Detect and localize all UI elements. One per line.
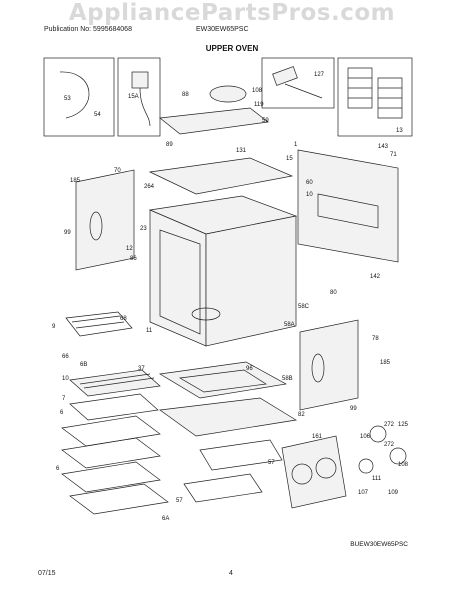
part-label: 7 [62, 396, 66, 402]
fan-motor-shape [209, 85, 247, 103]
fan-blades-shape [358, 425, 407, 474]
right-side-panel-shape [299, 319, 359, 411]
part-label: 15A [128, 94, 139, 100]
part-label: 89 [166, 142, 173, 148]
part-label: 58B [282, 376, 293, 382]
part-label: 80 [330, 290, 337, 296]
publication-number: Publication No: 5995684068 [44, 26, 132, 33]
bake-element-shape [69, 393, 159, 421]
part-label: 272 [384, 422, 395, 428]
inset-box-wire-harness [43, 57, 115, 137]
oven-cavity-shape [148, 195, 298, 347]
part-label: 6A [162, 516, 169, 522]
part-label: 66 [62, 354, 69, 360]
part-label: 143 [378, 144, 389, 150]
part-label: 53 [64, 96, 71, 102]
part-label: 54 [94, 112, 101, 118]
watermark: AppliancePartsPros.com [68, 0, 396, 26]
module-shape [272, 66, 298, 86]
part-label: 99 [64, 230, 71, 236]
part-label: 88 [182, 92, 189, 98]
back-panel-shape [297, 149, 399, 263]
sensor-shape [131, 71, 149, 89]
inset-box-module [261, 57, 335, 109]
part-label: 57 [176, 498, 183, 504]
left-side-panel-shape [75, 169, 135, 271]
footer-page-number: 4 [229, 570, 233, 577]
part-label: 1 [294, 142, 298, 148]
part-label: 111 [372, 476, 382, 482]
inset-box-sensor [117, 57, 161, 137]
part-label: 125 [398, 422, 409, 428]
convection-baffle-shape [281, 435, 347, 509]
footer-date: 07/15 [38, 570, 56, 577]
part-label: 185 [380, 360, 391, 366]
bottom-trim-shape [183, 473, 263, 503]
oven-rack-top-shape [69, 369, 161, 397]
part-label: 15 [286, 156, 293, 162]
part-label: 272 [384, 442, 395, 448]
part-label: 11 [146, 328, 153, 334]
part-label: 127 [314, 72, 325, 78]
model-number: EW30EW65PSC [196, 26, 249, 33]
wire-harness-shape [59, 71, 90, 119]
diagram-code: BUEW30EW65PSC [350, 541, 408, 548]
part-label: 13 [396, 128, 403, 134]
part-label: 99 [350, 406, 357, 412]
part-label: 6 [60, 410, 64, 416]
part-label: 78 [372, 336, 379, 342]
part-label: 10 [62, 376, 69, 382]
inset-box-rack-supports [337, 57, 413, 137]
part-label: 142 [370, 274, 381, 280]
part-label: 108 [398, 462, 409, 468]
part-label: 68 [120, 316, 127, 322]
part-label: 59 [262, 118, 269, 124]
rack-supports-shape [347, 67, 403, 119]
part-label: 57 [268, 460, 275, 466]
part-label: 107 [358, 490, 369, 496]
part-label: 108 [252, 88, 263, 94]
part-label: 96 [246, 366, 253, 372]
part-label: 10 [306, 192, 313, 198]
broil-element-shape [65, 311, 133, 337]
part-label: 86 [130, 256, 137, 262]
top-panel-shape [148, 157, 294, 195]
part-label: 6B [80, 362, 87, 368]
bottom-panel-shape [158, 361, 288, 399]
section-title: UPPER OVEN [205, 44, 259, 53]
bake-cover-shape [159, 397, 297, 437]
part-label: 185 [70, 178, 81, 184]
part-label: 9 [52, 324, 56, 330]
part-label: 161 [312, 434, 323, 440]
part-label: 23 [140, 226, 147, 232]
part-label: 106 [360, 434, 371, 440]
part-label: 264 [144, 184, 155, 190]
part-label: 119 [254, 102, 264, 108]
part-label: 60 [306, 180, 313, 186]
part-label: 82 [298, 412, 305, 418]
oven-racks-stack-shape [61, 415, 169, 515]
part-label: 12 [126, 246, 133, 252]
part-label: 70 [114, 168, 121, 174]
fan-cover-shape [159, 107, 269, 135]
part-label: 109 [388, 490, 399, 496]
part-label: 37 [138, 366, 145, 372]
part-label: 58A [284, 322, 295, 328]
part-label: 71 [390, 152, 397, 158]
part-label: 6 [56, 466, 60, 472]
part-label: 131 [236, 148, 247, 154]
part-labels: 53 54 15A 108 119 127 88 59 13 1 143 71 … [52, 72, 409, 522]
trim-shape [199, 439, 283, 471]
part-label: 58C [298, 304, 310, 310]
